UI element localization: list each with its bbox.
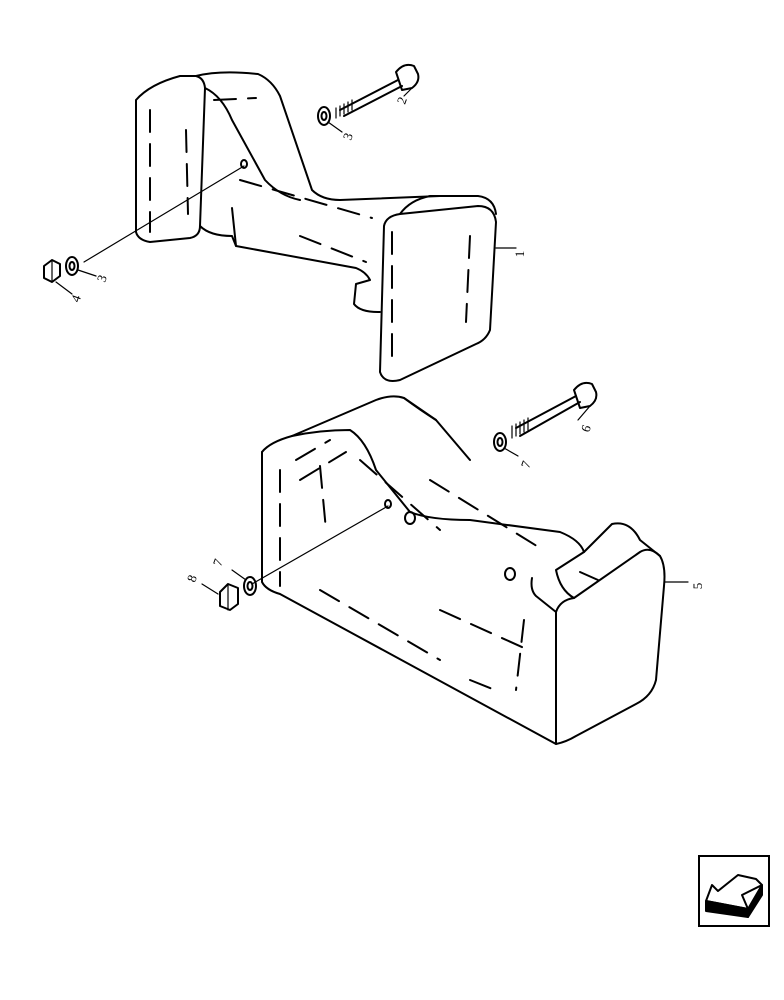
callout-7a: 7 xyxy=(518,458,534,470)
next-page-arrow-icon xyxy=(698,855,770,927)
lower-bolt-axis xyxy=(251,505,389,585)
washer-3-lower xyxy=(65,256,79,276)
counterweight-upper xyxy=(135,71,497,382)
callout-7b: 7 xyxy=(210,556,226,568)
nut-8 xyxy=(219,583,239,611)
leader-8 xyxy=(201,583,219,595)
leader-7b xyxy=(231,569,247,581)
upper-bolt-axis xyxy=(83,165,245,263)
callout-1: 1 xyxy=(512,251,527,258)
callout-5: 5 xyxy=(690,583,705,590)
leader-4 xyxy=(55,281,73,295)
leader-7a xyxy=(503,447,519,457)
washer-7-upper xyxy=(493,432,507,452)
callout-2: 2 xyxy=(394,95,410,106)
callout-3a: 3 xyxy=(340,131,356,142)
next-page-button[interactable] xyxy=(698,855,770,927)
nut-4 xyxy=(43,259,61,283)
bolt-6 xyxy=(511,381,598,439)
callout-6: 6 xyxy=(578,422,594,434)
callout-4: 4 xyxy=(68,292,84,304)
washer-3-upper xyxy=(317,106,331,126)
washer-7-lower xyxy=(243,576,257,596)
leader-3a xyxy=(327,121,343,133)
leader-6 xyxy=(577,405,591,421)
leader-3b xyxy=(77,269,97,277)
leader-2 xyxy=(403,87,413,97)
bolt-2 xyxy=(335,63,420,119)
counterweight-lower xyxy=(261,395,666,745)
callout-8: 8 xyxy=(184,573,200,584)
callout-3b: 3 xyxy=(94,273,110,284)
